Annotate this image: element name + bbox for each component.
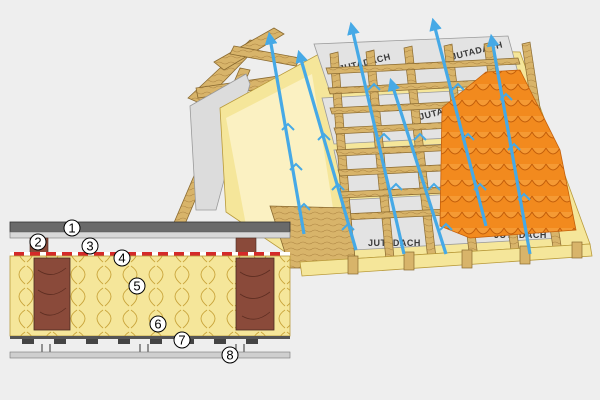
rafter-ends <box>347 241 583 275</box>
airflow-arrow-icon <box>347 21 406 255</box>
callout-2: 2 <box>29 233 47 251</box>
callout-5: 5 <box>128 277 146 295</box>
callout-6: 6 <box>149 315 167 333</box>
callout-8: 8 <box>221 346 239 364</box>
airflow-arrow-icon <box>429 17 488 227</box>
svg-text:1: 1 <box>68 221 75 236</box>
membrane-watermark: JUTADACH <box>368 238 421 248</box>
airflow-chevrons <box>281 82 531 231</box>
roof-inner-lining <box>226 74 338 240</box>
roof-cross-section <box>9 221 291 359</box>
svg-text:4: 4 <box>118 251 125 266</box>
svg-text:8: 8 <box>226 348 233 363</box>
svg-text:3: 3 <box>86 239 93 254</box>
airflow-arrow-icon <box>264 31 306 235</box>
svg-text:6: 6 <box>154 317 161 332</box>
svg-text:2: 2 <box>34 235 41 250</box>
svg-text:7: 7 <box>178 333 185 348</box>
callout-4: 4 <box>113 249 131 267</box>
callout-3: 3 <box>81 237 99 255</box>
callout-1: 1 <box>63 219 81 237</box>
callout-7: 7 <box>173 331 191 349</box>
roof-tiles <box>439 69 577 239</box>
airflow-arrow-icon <box>295 49 358 251</box>
membrane-watermark: JUTADACH <box>494 230 547 240</box>
airflow-arrow-icon <box>387 77 448 255</box>
callouts: 1 2 3 4 5 6 7 8 <box>29 219 239 364</box>
roof-lower-edge <box>299 243 593 277</box>
svg-text:5: 5 <box>133 279 140 294</box>
